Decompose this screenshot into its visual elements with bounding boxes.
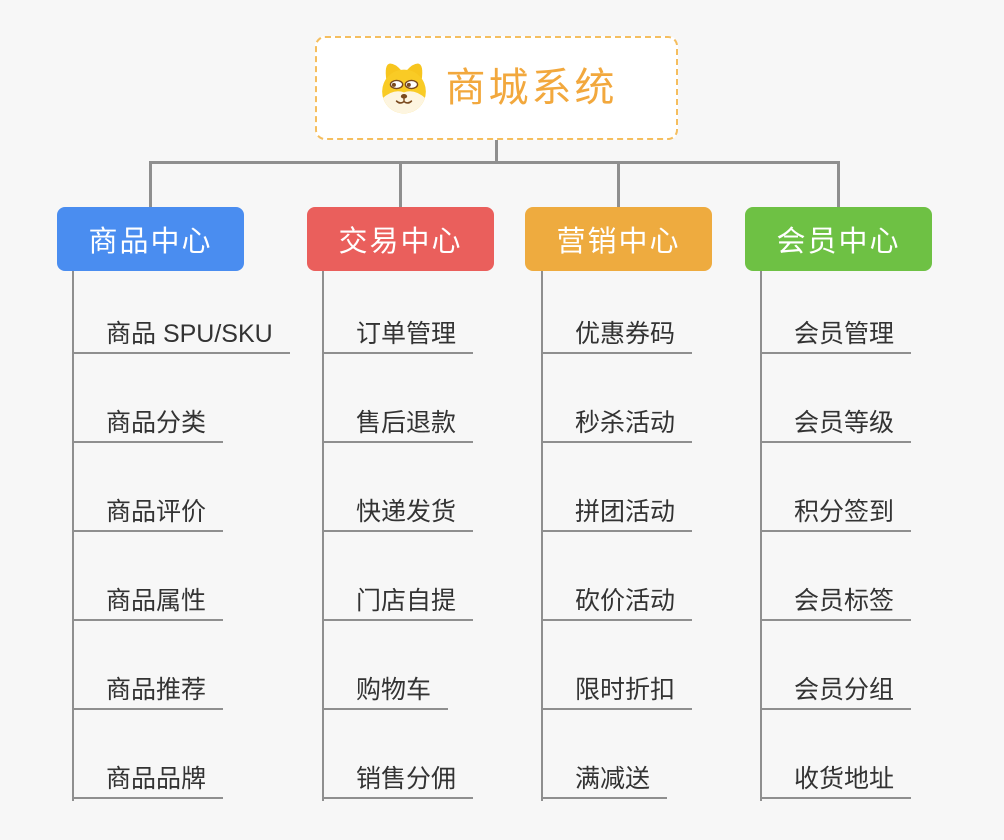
leaf-node[interactable]: 会员分组 (760, 672, 912, 710)
leaf-node[interactable]: 购物车 (322, 672, 449, 710)
branch-node-marketing-center[interactable]: 营销中心 (525, 207, 712, 271)
leaf-node[interactable]: 商品 SPU/SKU (72, 316, 290, 354)
root-connector-line (495, 139, 498, 164)
leaf-node[interactable]: 会员标签 (760, 583, 912, 621)
connector-drop-member (837, 161, 840, 208)
leaf-node[interactable]: 砍价活动 (541, 583, 693, 621)
leaf-node[interactable]: 会员等级 (760, 405, 912, 443)
connector-drop-product (149, 161, 152, 208)
leaf-node[interactable]: 商品品牌 (72, 761, 224, 799)
leaf-node[interactable]: 拼团活动 (541, 494, 693, 532)
column-connector-line (541, 271, 543, 801)
leaf-node[interactable]: 会员管理 (760, 316, 912, 354)
connector-drop-marketing (617, 161, 620, 208)
leaf-node[interactable]: 满减送 (541, 761, 668, 799)
leaf-node[interactable]: 商品属性 (72, 583, 224, 621)
branch-node-member-center[interactable]: 会员中心 (745, 207, 932, 271)
root-title: 商城系统 (445, 66, 618, 110)
branch-items-product-center: 商品 SPU/SKU 商品分类 商品评价 商品属性 商品推荐 商品品牌 (72, 271, 302, 801)
column-connector-line (322, 271, 324, 801)
branch-node-product-center[interactable]: 商品中心 (57, 207, 244, 271)
leaf-node[interactable]: 门店自提 (322, 583, 474, 621)
leaf-node[interactable]: 积分签到 (760, 494, 912, 532)
leaf-node[interactable]: 收货地址 (760, 761, 912, 799)
connector-drop-trade (399, 161, 402, 208)
leaf-node[interactable]: 优惠券码 (541, 316, 693, 354)
shiba-dog-icon (376, 60, 432, 116)
leaf-node[interactable]: 销售分佣 (322, 761, 474, 799)
branch-connector-bar (149, 161, 840, 164)
leaf-node[interactable]: 订单管理 (322, 316, 474, 354)
leaf-node[interactable]: 商品分类 (72, 405, 224, 443)
leaf-node[interactable]: 秒杀活动 (541, 405, 693, 443)
leaf-node[interactable]: 商品推荐 (72, 672, 224, 710)
leaf-node[interactable]: 商品评价 (72, 494, 224, 532)
branch-items-member-center: 会员管理 会员等级 积分签到 会员标签 会员分组 收货地址 (760, 271, 990, 801)
leaf-node[interactable]: 限时折扣 (541, 672, 693, 710)
column-connector-line (760, 271, 762, 801)
column-connector-line (72, 271, 74, 801)
leaf-node[interactable]: 快递发货 (322, 494, 474, 532)
branch-node-trade-center[interactable]: 交易中心 (307, 207, 494, 271)
root-node[interactable]: 商城系统 (315, 36, 678, 140)
leaf-node[interactable]: 售后退款 (322, 405, 474, 443)
branch-items-trade-center: 订单管理 售后退款 快递发货 门店自提 购物车 销售分佣 (322, 271, 552, 801)
branch-items-marketing-center: 优惠券码 秒杀活动 拼团活动 砍价活动 限时折扣 满减送 (541, 271, 771, 801)
